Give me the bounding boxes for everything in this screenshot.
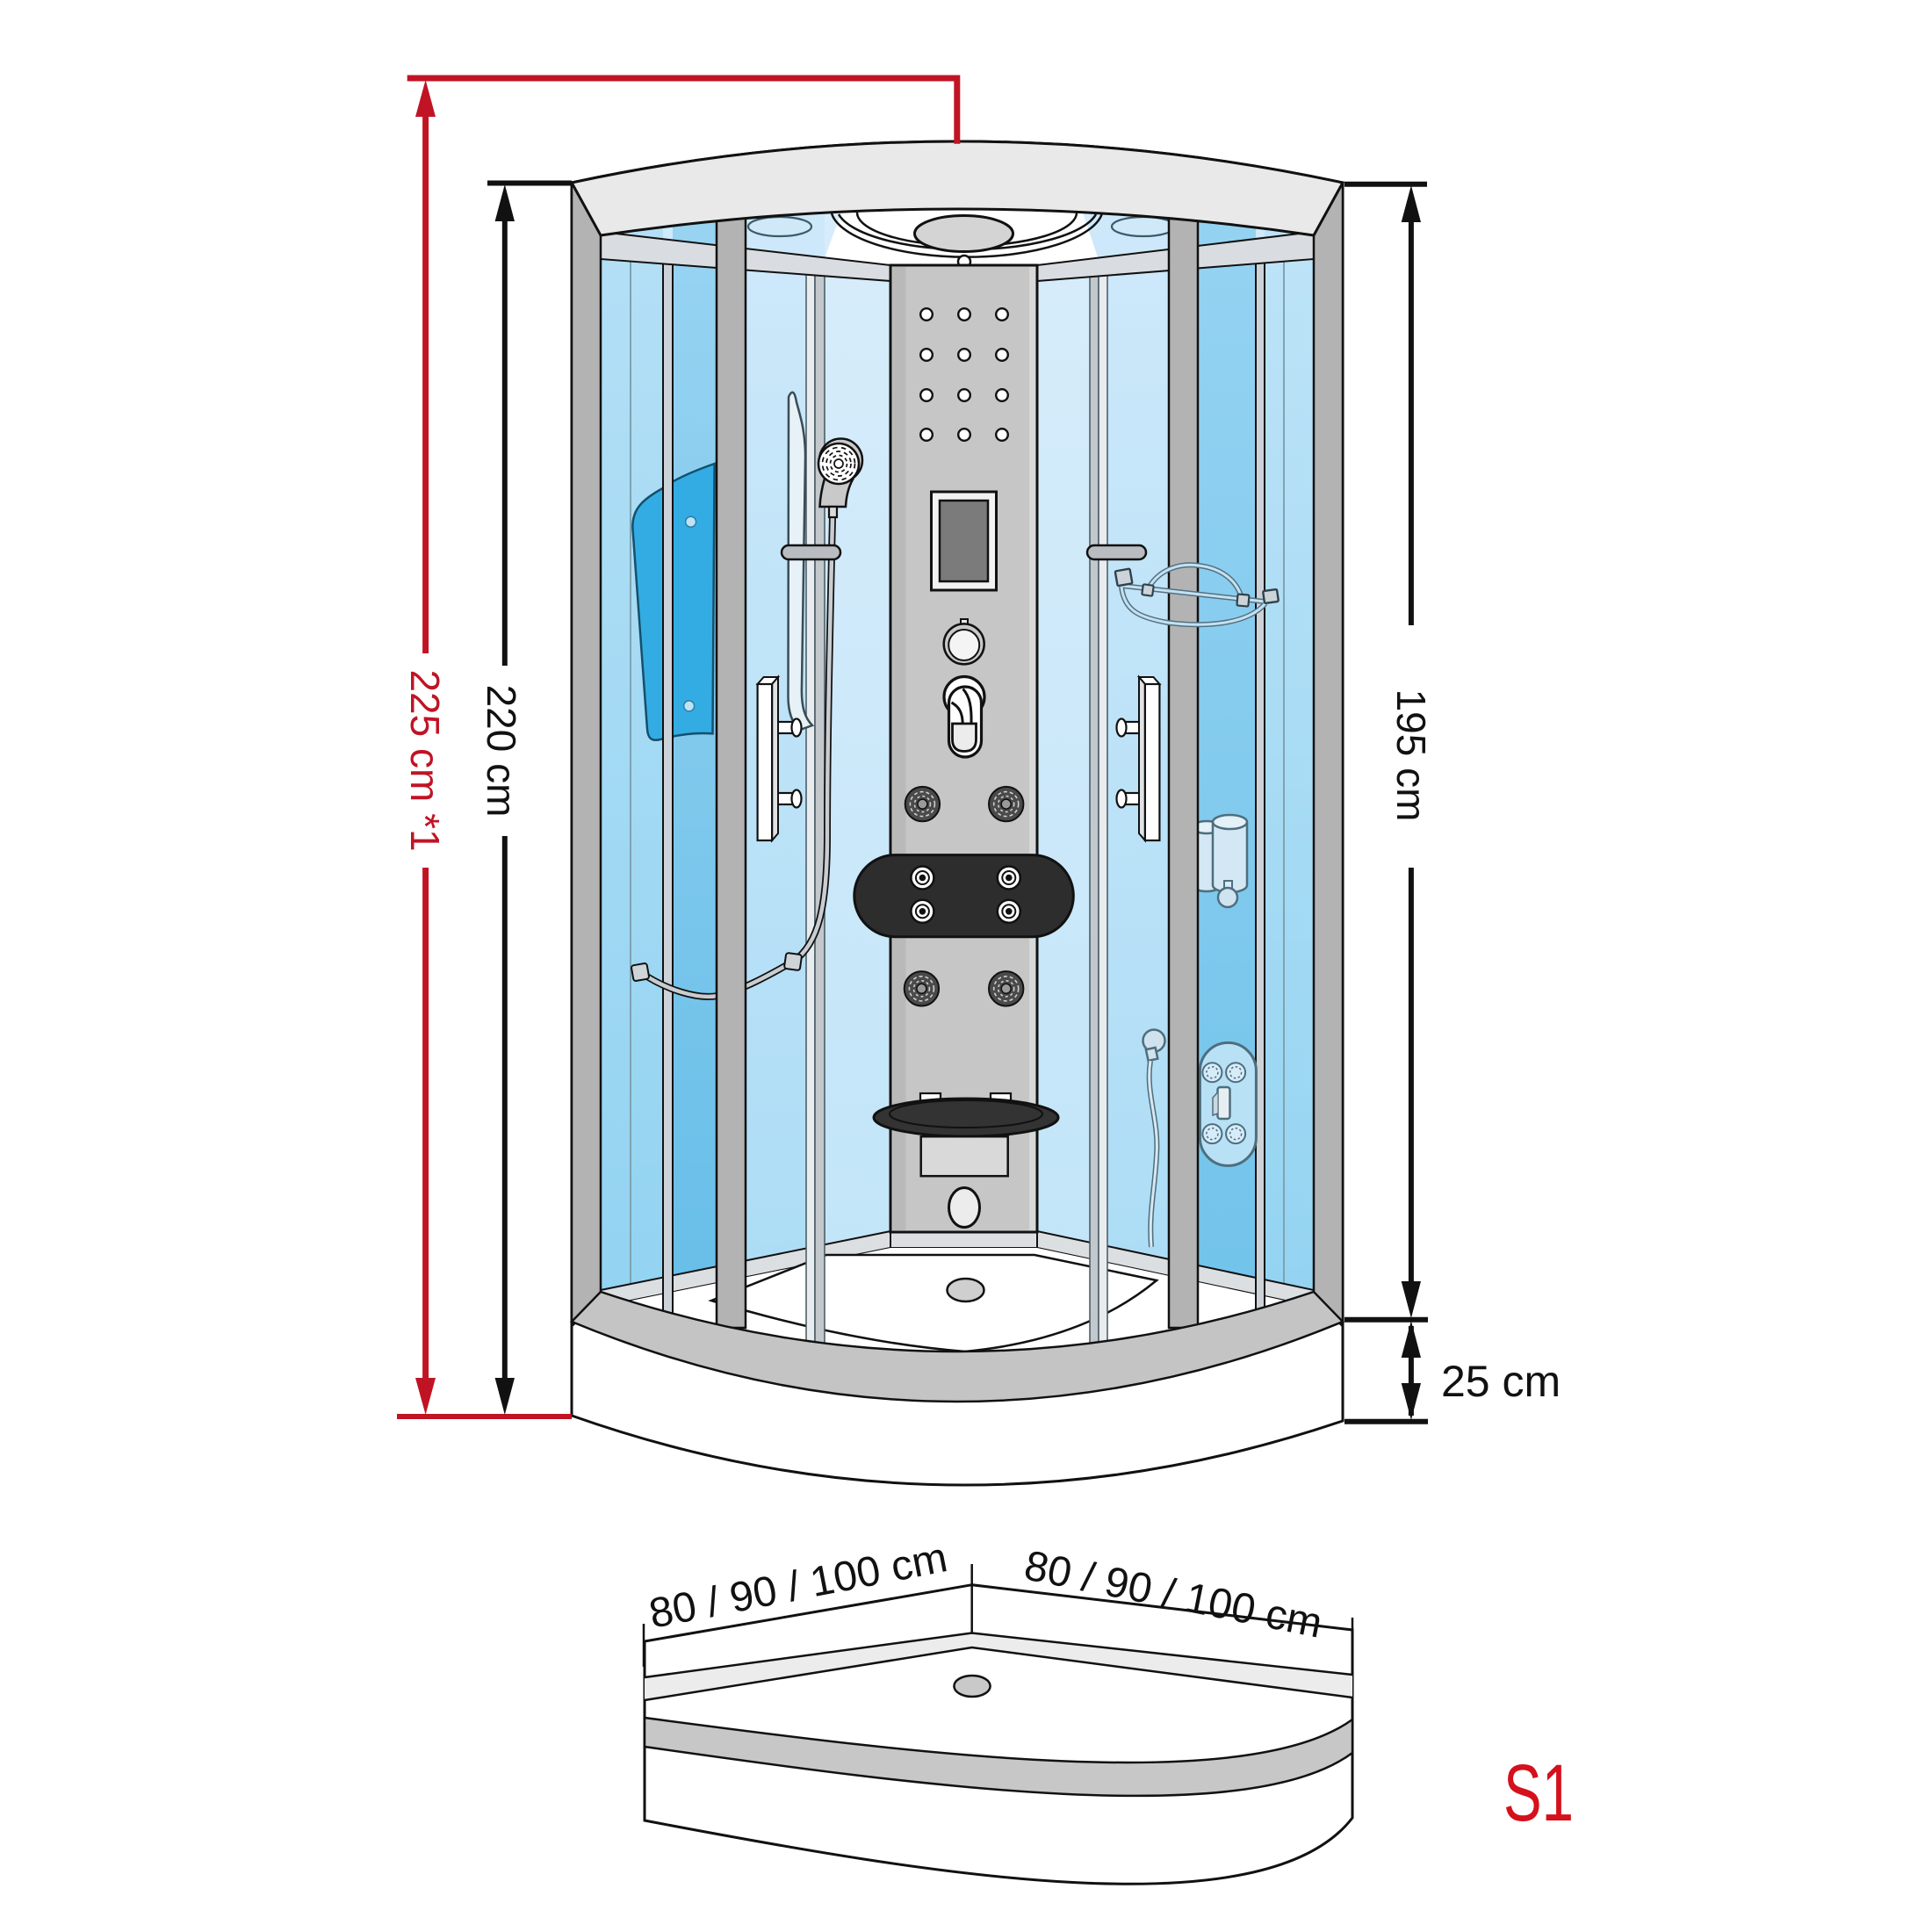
svg-text:225 cm *1: 225 cm *1 — [402, 669, 448, 851]
svg-text:S1: S1 — [1503, 1748, 1574, 1838]
svg-text:25 cm: 25 cm — [1441, 1357, 1561, 1406]
svg-text:195 cm: 195 cm — [1388, 689, 1434, 822]
svg-text:220 cm: 220 cm — [479, 685, 524, 818]
